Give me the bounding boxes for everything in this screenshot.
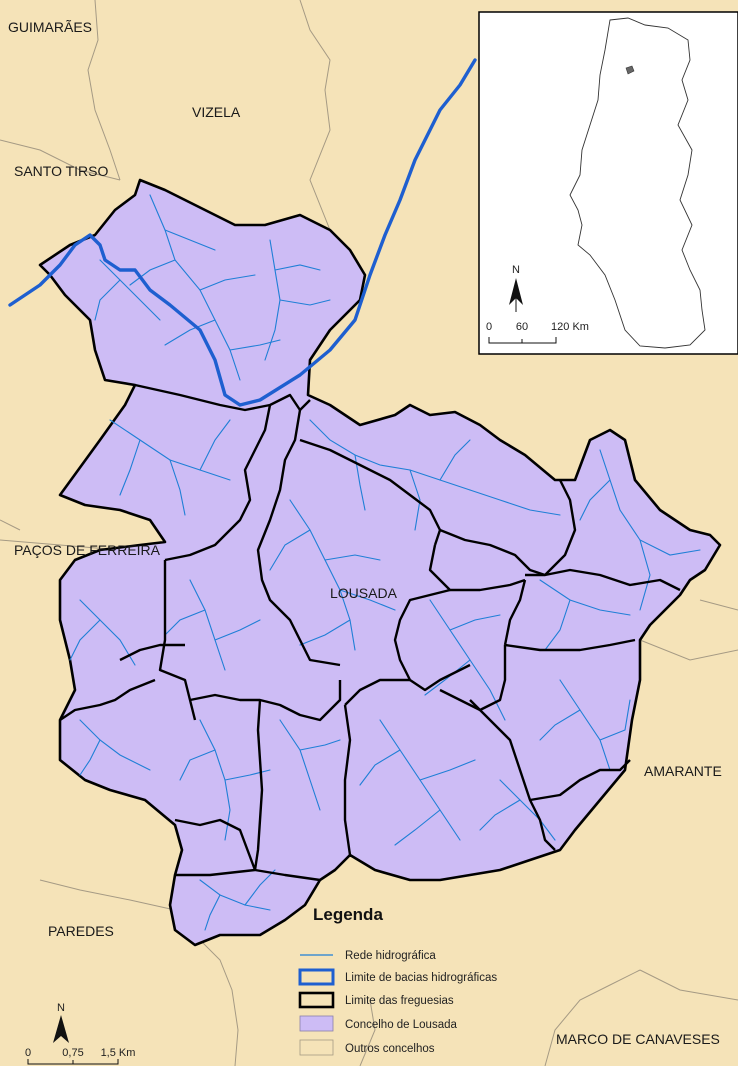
label-marco-de-canaveses: MARCO DE CANAVESES [556, 1031, 720, 1047]
label-amarante: AMARANTE [644, 763, 722, 779]
inset-scale-bar [488, 337, 557, 344]
label-paredes: PAREDES [48, 923, 114, 939]
scale-tick-0: 0 [25, 1047, 31, 1059]
north-arrow-icon [53, 1015, 69, 1043]
inset-north-arrow [509, 278, 523, 305]
legend: Legenda Rede hidrográfica Limite de baci… [298, 905, 497, 1056]
label-guimaraes: GUIMARÃES [8, 19, 92, 35]
basin-limit [8, 58, 477, 407]
parish-limits [59, 383, 681, 882]
legend-label-river: Rede hidrográfica [345, 950, 436, 962]
inset-portugal-outline [569, 17, 706, 349]
scale-tick-075: 0,75 [62, 1047, 83, 1059]
scale-bar: 0 0,75 1,5 Km [25, 1047, 136, 1065]
legend-label-parish-limit: Limite das freguesias [345, 995, 454, 1007]
north-label: N [57, 1002, 65, 1014]
place-labels: GUIMARÃES VIZELA SANTO TIRSO PAÇOS DE FE… [8, 19, 722, 1047]
inset-scale-tick-60: 60 [516, 321, 528, 333]
label-pacos-de-ferreira: PAÇOS DE FERREIRA [14, 542, 161, 558]
north-arrow: N [53, 1002, 69, 1043]
river-network [69, 194, 701, 931]
lousada-municipality [38, 178, 722, 947]
inset-scale-tick-120: 120 Km [551, 321, 589, 333]
label-santo-tirso: SANTO TIRSO [14, 163, 109, 179]
legend-label-other-municipalities: Outros concelhos [345, 1043, 435, 1055]
inset-map: N 0 60 120 Km [478, 11, 738, 355]
legend-symbol-other-municipalities [299, 1039, 334, 1056]
legend-title: Legenda [313, 905, 383, 924]
legend-symbol-basin-limit [298, 968, 335, 986]
label-lousada: LOUSADA [330, 585, 398, 601]
inset-scale-tick-0: 0 [486, 321, 492, 333]
scale-tick-15: 1,5 Km [101, 1047, 136, 1059]
legend-label-lousada: Concelho de Lousada [345, 1019, 457, 1031]
legend-symbol-lousada [299, 1015, 334, 1032]
inset-north-label: N [512, 264, 520, 276]
inset-lousada-location [625, 65, 635, 75]
legend-symbol-parish-limit [298, 991, 335, 1009]
legend-label-basin-limit: Limite de bacias hidrográficas [345, 972, 497, 984]
label-vizela: VIZELA [192, 104, 241, 120]
